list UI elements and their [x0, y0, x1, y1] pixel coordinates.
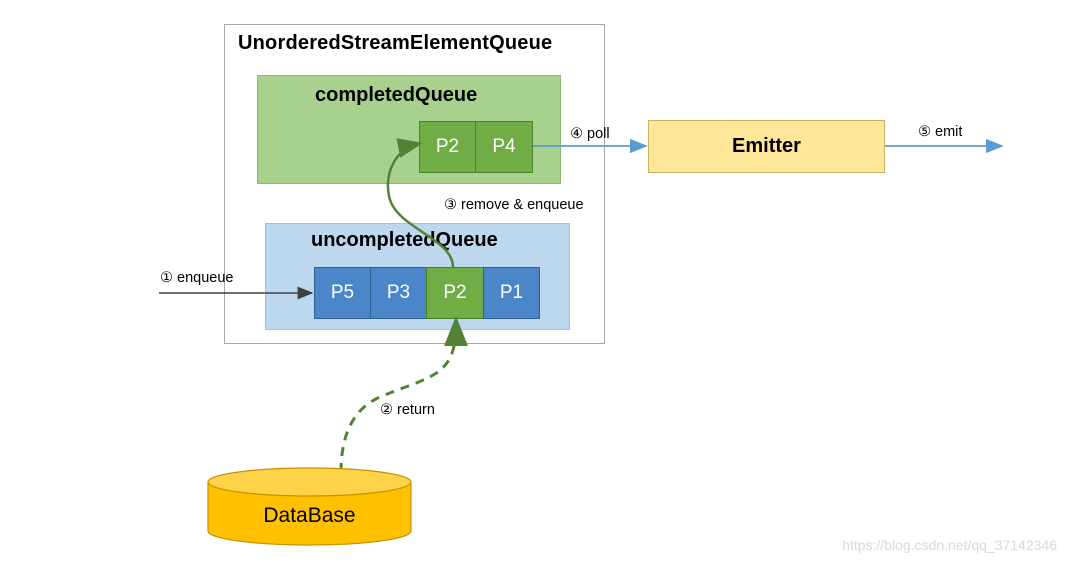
step-emit-label: ⑤ emit: [918, 124, 963, 140]
database-icon: [207, 467, 412, 546]
outer-queue-title: UnorderedStreamElementQueue: [238, 32, 553, 54]
completed-queue-title: completedQueue: [315, 84, 478, 106]
completed-cell-p4: P4: [475, 121, 533, 173]
uncompleted-cell-p2: P2: [426, 267, 484, 319]
database-label: DataBase: [263, 504, 356, 527]
completed-cell-p2: P2: [419, 121, 476, 173]
emitter-box: Emitter: [648, 120, 885, 173]
uncompleted-queue-title: uncompletedQueue: [311, 229, 498, 251]
step-remove-enqueue-label: ③ remove & enqueue: [444, 197, 584, 213]
uncompleted-cell-p1: P1: [483, 267, 540, 319]
remove-enqueue-arrow: [386, 138, 455, 268]
watermark: https://blog.csdn.net/qq_37142346: [842, 537, 1057, 553]
step-return-label: ② return: [380, 402, 435, 418]
uncompleted-cell-p3: P3: [370, 267, 427, 319]
return-arrow: [339, 316, 468, 473]
step-enqueue-label: ① enqueue: [160, 270, 234, 286]
step-poll-label: ④ poll: [570, 126, 610, 142]
